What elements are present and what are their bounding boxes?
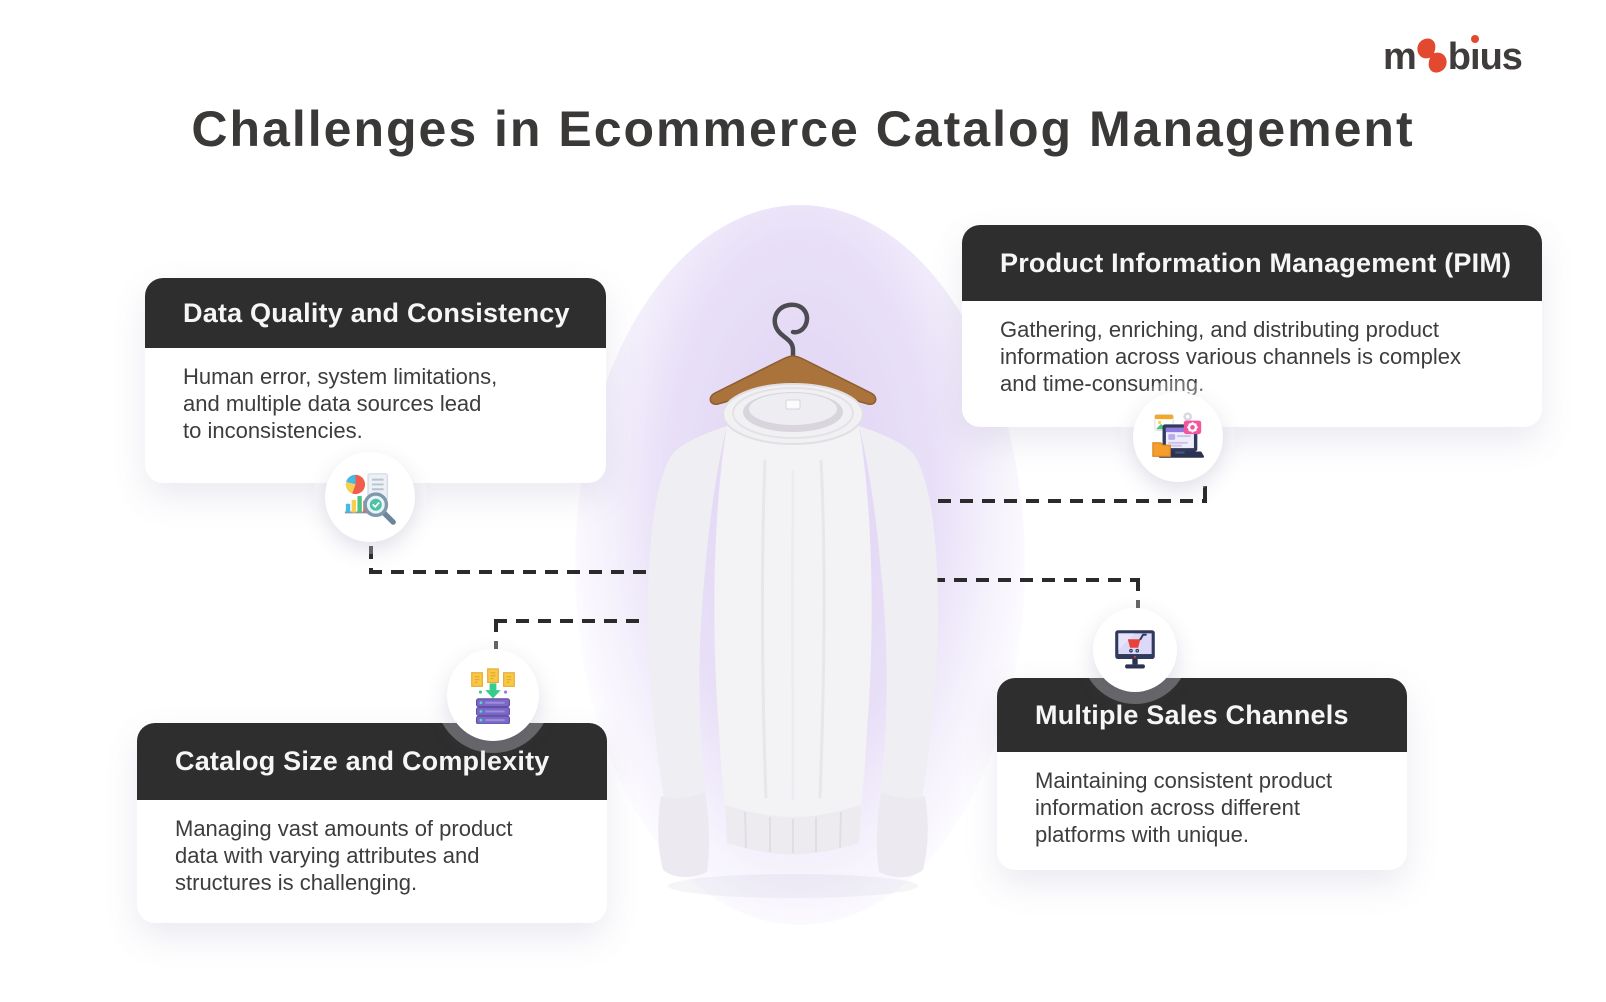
card-data-quality-title: Data Quality and Consistency <box>145 278 606 348</box>
page-title: Challenges in Ecommerce Catalog Manageme… <box>191 101 1415 157</box>
mobius-logo: m b ı us <box>1383 26 1523 80</box>
connector-monitor-h <box>932 578 1140 582</box>
analytics-search-icon <box>325 452 415 542</box>
pim-laptop-icon <box>1133 392 1223 482</box>
hanger-hook <box>772 302 810 369</box>
card-catalog-size-title: Catalog Size and Complexity <box>137 723 607 800</box>
sweatshirt-right-sleeve <box>859 426 939 812</box>
card-sales-channels: Multiple Sales Channels Maintaining cons… <box>997 678 1407 870</box>
connector-pim-h <box>938 499 1207 503</box>
logo-letter-i: ı <box>1470 36 1481 78</box>
connector-analytics-h <box>369 570 659 574</box>
card-catalog-size-body: Managing vast amounts of product data wi… <box>175 816 513 895</box>
card-pim-title: Product Information Management (PIM) <box>962 225 1542 301</box>
sales-monitor-icon <box>1093 608 1177 692</box>
connector-database-h <box>494 619 652 623</box>
sweatshirt-left-cuff <box>658 792 710 878</box>
data-aggregation-icon <box>447 649 539 741</box>
card-data-quality: Data Quality and Consistency Human error… <box>145 278 606 483</box>
card-pim-body: Gathering, enriching, and distributing p… <box>1000 317 1461 396</box>
connector-monitor-v <box>1136 578 1140 608</box>
card-sales-channels-body: Maintaining consistent product informati… <box>1035 768 1333 847</box>
sweatshirt-on-hanger-image <box>647 302 939 898</box>
card-pim: Product Information Management (PIM) Gat… <box>962 225 1542 427</box>
connector-analytics-v <box>369 546 373 572</box>
logo-letter-m: m <box>1383 36 1417 78</box>
card-data-quality-body: Human error, system limitations, and mul… <box>183 364 498 443</box>
connector-database-v <box>494 619 498 649</box>
card-sales-channels-title: Multiple Sales Channels <box>997 678 1407 752</box>
card-catalog-size: Catalog Size and Complexity Managing vas… <box>137 723 607 923</box>
sweatshirt-right-cuff <box>876 792 928 878</box>
sweatshirt-left-sleeve <box>647 426 727 812</box>
logo-letter-b: b <box>1447 36 1471 78</box>
mobius-loop-icon <box>1417 38 1447 73</box>
connector-pim-v <box>1203 486 1207 501</box>
collar-tag <box>785 399 801 410</box>
logo-letters-us: us <box>1479 36 1523 78</box>
